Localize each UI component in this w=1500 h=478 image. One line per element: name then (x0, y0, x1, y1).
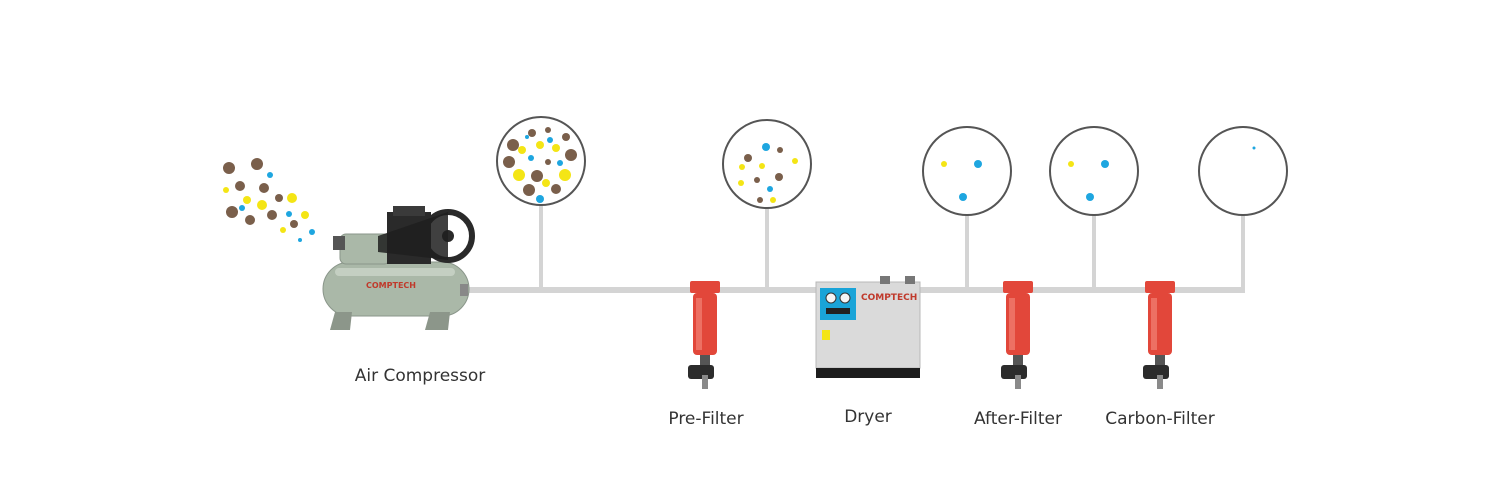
air-quality-circle-after-dryer (922, 126, 1012, 216)
label-air-compressor: Air Compressor (354, 366, 486, 386)
label-after-filter: After-Filter (974, 409, 1062, 429)
after-filter-unit (1001, 281, 1033, 389)
dryer-unit: COMPTECH (815, 276, 921, 378)
sample-risers (539, 203, 1245, 293)
carbon-filter-unit (1143, 281, 1175, 389)
air-quality-circle-after-carbon-filter (1198, 126, 1288, 216)
dryer-brand-text: COMPTECH (861, 293, 917, 303)
compressor-brand-text: COMPTECH (366, 281, 416, 290)
pre-filter-unit (688, 281, 720, 389)
label-dryer: Dryer (844, 407, 892, 427)
label-pre-filter: Pre-Filter (668, 409, 744, 429)
air-compressor: COMPTECH (322, 206, 475, 330)
air-quality-circle-after-after-filter (1049, 126, 1139, 216)
air-quality-circle-after-pre-filter (722, 119, 812, 209)
label-carbon-filter: Carbon-Filter (1105, 409, 1215, 429)
intake-contaminants (223, 158, 315, 242)
air-quality-circle-after-compressor (496, 116, 586, 206)
